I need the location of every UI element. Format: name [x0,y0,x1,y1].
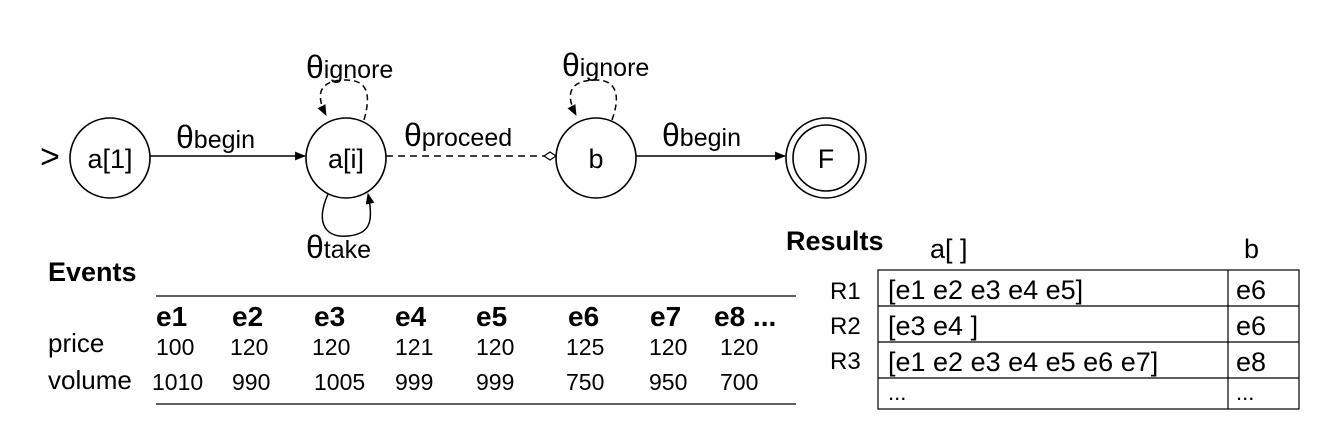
results-col-a-header: a[ ] [930,234,968,264]
state-b-label: b [588,144,603,174]
volume-value: 990 [232,369,270,395]
volume-value: 999 [395,369,433,395]
results-grid-outline [877,269,1300,410]
event-name: e7 [650,301,681,332]
results-cell-a: ... [888,380,906,405]
results-cell-b: e6 [1236,275,1266,305]
results-col-b-header: b [1244,234,1259,264]
edge-ignore-loop-b [567,79,617,121]
price-row-label: price [48,328,104,358]
results-cell-b: ... [1236,380,1254,405]
price-value: 120 [476,334,514,360]
start-marker: > [40,138,60,176]
volume-value: 1005 [314,369,365,395]
edge-proceed-label: θproceed [404,117,512,153]
event-name: e2 [232,301,263,332]
results-table: Results a[ ] b R1 [e1 e2 e3 e4 e5] e6 R2… [786,226,1300,410]
events-heading: Events [48,257,137,287]
event-name: e4 [395,301,427,332]
volume-value: 950 [649,369,687,395]
volume-value: 700 [720,369,758,395]
price-value: 120 [720,334,758,360]
volume-value: 1010 [152,369,203,395]
event-name: e6 [568,301,599,332]
price-value: 120 [312,334,350,360]
results-row-label: R1 [830,278,861,305]
event-name: e8 ... [714,301,776,332]
event-name: e1 [156,301,187,332]
price-value: 121 [395,334,433,360]
state-final-label: F [818,144,835,174]
results-cell-a: [e3 e4 ] [888,311,978,341]
volume-value: 999 [476,369,514,395]
volume-row-label: volume [48,365,132,395]
edge-begin-label-2: θbegin [662,117,741,153]
results-cell-b: e6 [1236,311,1266,341]
results-cell-a: [e1 e2 e3 e4 e5 e6 e7] [888,347,1158,377]
edge-ignore-loop-ai [317,79,369,121]
edge-begin-label: θbegin [176,119,255,155]
results-heading: Results [786,226,884,256]
state-final: F [785,117,867,199]
events-table: Events e1 e2 e3 e4 e5 e6 e7 e8 ... price… [48,257,796,405]
state-a1-label: a[1] [87,144,132,174]
edge-take-loop-ai [321,192,375,237]
edge-take-label: θtake [306,229,371,265]
event-name: e5 [476,301,507,332]
state-ai-label: a[i] [328,144,364,174]
state-a1: a[1] [69,117,151,199]
results-row-label: R2 [830,313,861,340]
price-value: 100 [156,334,194,360]
edge-ignore-label-1: θignore [306,49,393,85]
results-cell-a: [e1 e2 e3 e4 e5] [888,275,1083,305]
state-ai: a[i] [305,117,387,199]
volume-value: 750 [566,369,604,395]
results-cell-b: e8 [1236,347,1266,377]
state-b: b [555,117,637,199]
edge-ignore-label-2: θignore [562,47,649,83]
price-value: 125 [566,334,604,360]
results-row-label: R3 [830,348,861,375]
event-name: e3 [314,301,345,332]
price-value: 120 [230,334,268,360]
price-value: 120 [649,334,687,360]
